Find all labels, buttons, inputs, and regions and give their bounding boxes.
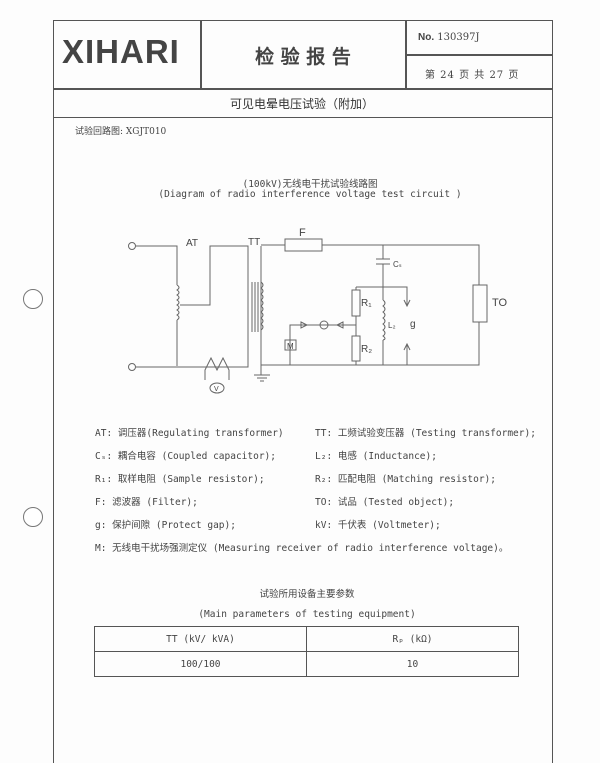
- label-r2: R₂: [361, 344, 372, 355]
- no-label: No.: [418, 32, 435, 43]
- number-cell: [405, 20, 553, 56]
- circuit-diagram: AT TT F Cₛ TO R₁ R₂ L₂ g M V: [128, 227, 508, 394]
- legend-item: g: 保护间隙 (Protect gap);: [95, 520, 236, 531]
- table-header: TT (kV/ kVA): [94, 626, 307, 652]
- resistor-r1: [351, 289, 361, 317]
- section-title: 可见电晕电压试验（附加）: [229, 97, 374, 111]
- label-l2: L₂: [388, 321, 396, 330]
- tested-object: [472, 284, 488, 323]
- table-header-row: TT (kV/ kVA) Rₚ (kΩ): [94, 626, 519, 652]
- resistor-r2: [351, 335, 361, 362]
- label-to: TO: [492, 297, 508, 309]
- protect-gap: [403, 299, 411, 351]
- label-v: V: [214, 386, 219, 393]
- label-r1: R₁: [361, 298, 372, 309]
- legend-item: TO: 试品 (Tested object);: [315, 497, 455, 508]
- legend-item: R₂: 匹配电阻 (Matching resistor);: [315, 474, 496, 485]
- params-title-cn: 试验所用设备主要参数: [259, 589, 355, 600]
- coupling-capacitor: [376, 245, 390, 365]
- diagram-title-en: (Diagram of radio interference voltage t…: [158, 189, 462, 200]
- report-title: 检 验 报 告: [255, 46, 351, 68]
- ground-icon: [254, 374, 270, 382]
- table-header: Rₚ (kΩ): [306, 626, 519, 652]
- logo: XIHARI: [62, 33, 180, 70]
- report-number: 130397J: [437, 32, 480, 43]
- measuring-receiver: [284, 339, 297, 351]
- logo-cell: [53, 20, 202, 90]
- label-m: M: [287, 342, 294, 351]
- at-coil: [176, 284, 180, 321]
- input-terminal: [128, 363, 136, 371]
- circuit-ref: 试验回路图: XGJT010: [75, 127, 167, 137]
- label-f: F: [299, 227, 306, 239]
- tt-core: [251, 282, 259, 332]
- page-cell: [405, 54, 553, 90]
- label-cs: Cₛ: [393, 260, 402, 269]
- label-tt: TT: [248, 237, 260, 248]
- voltmeter-leads: [204, 356, 230, 380]
- legend-item: kV: 千伏表 (Voltmeter);: [315, 520, 441, 531]
- params-table: TT (kV/ kVA) Rₚ (kΩ) 100/100 10: [94, 626, 519, 677]
- legend-item: R₁: 取样电阻 (Sample resistor);: [95, 474, 265, 485]
- label-at: AT: [186, 238, 198, 249]
- section-row: [53, 88, 553, 118]
- punch-hole: [23, 289, 43, 309]
- table-cell: 10: [306, 651, 519, 677]
- legend-item: AT: 调压器(Regulating transformer): [95, 428, 284, 439]
- page-info: 第 24 页 共 27 页: [425, 70, 520, 81]
- table-row: 100/100 10: [94, 651, 519, 677]
- legend-item: Cₛ: 耦合电容 (Coupled capacitor);: [95, 451, 276, 462]
- params-title-en: (Main parameters of testing equipment): [198, 609, 416, 620]
- table-cell: 100/100: [94, 651, 307, 677]
- inductance-l2: [382, 299, 386, 341]
- legend-item: L₂: 电感 (Inductance);: [315, 451, 437, 462]
- label-g: g: [410, 319, 416, 330]
- legend-item: TT: 工频试验变压器 (Testing transformer);: [315, 428, 536, 439]
- input-terminal: [128, 242, 136, 250]
- connector-icon: [319, 320, 329, 330]
- diagram-title-cn: (100kV)无线电干扰试验线路图: [242, 179, 378, 190]
- voltmeter-icon: [209, 382, 225, 394]
- punch-hole: [23, 507, 43, 527]
- legend-item: F: 滤波器 (Filter);: [95, 497, 198, 508]
- filter-f: [284, 238, 323, 252]
- legend-item: M: 无线电干扰场强测定仪 (Measuring receiver of rad…: [95, 543, 509, 554]
